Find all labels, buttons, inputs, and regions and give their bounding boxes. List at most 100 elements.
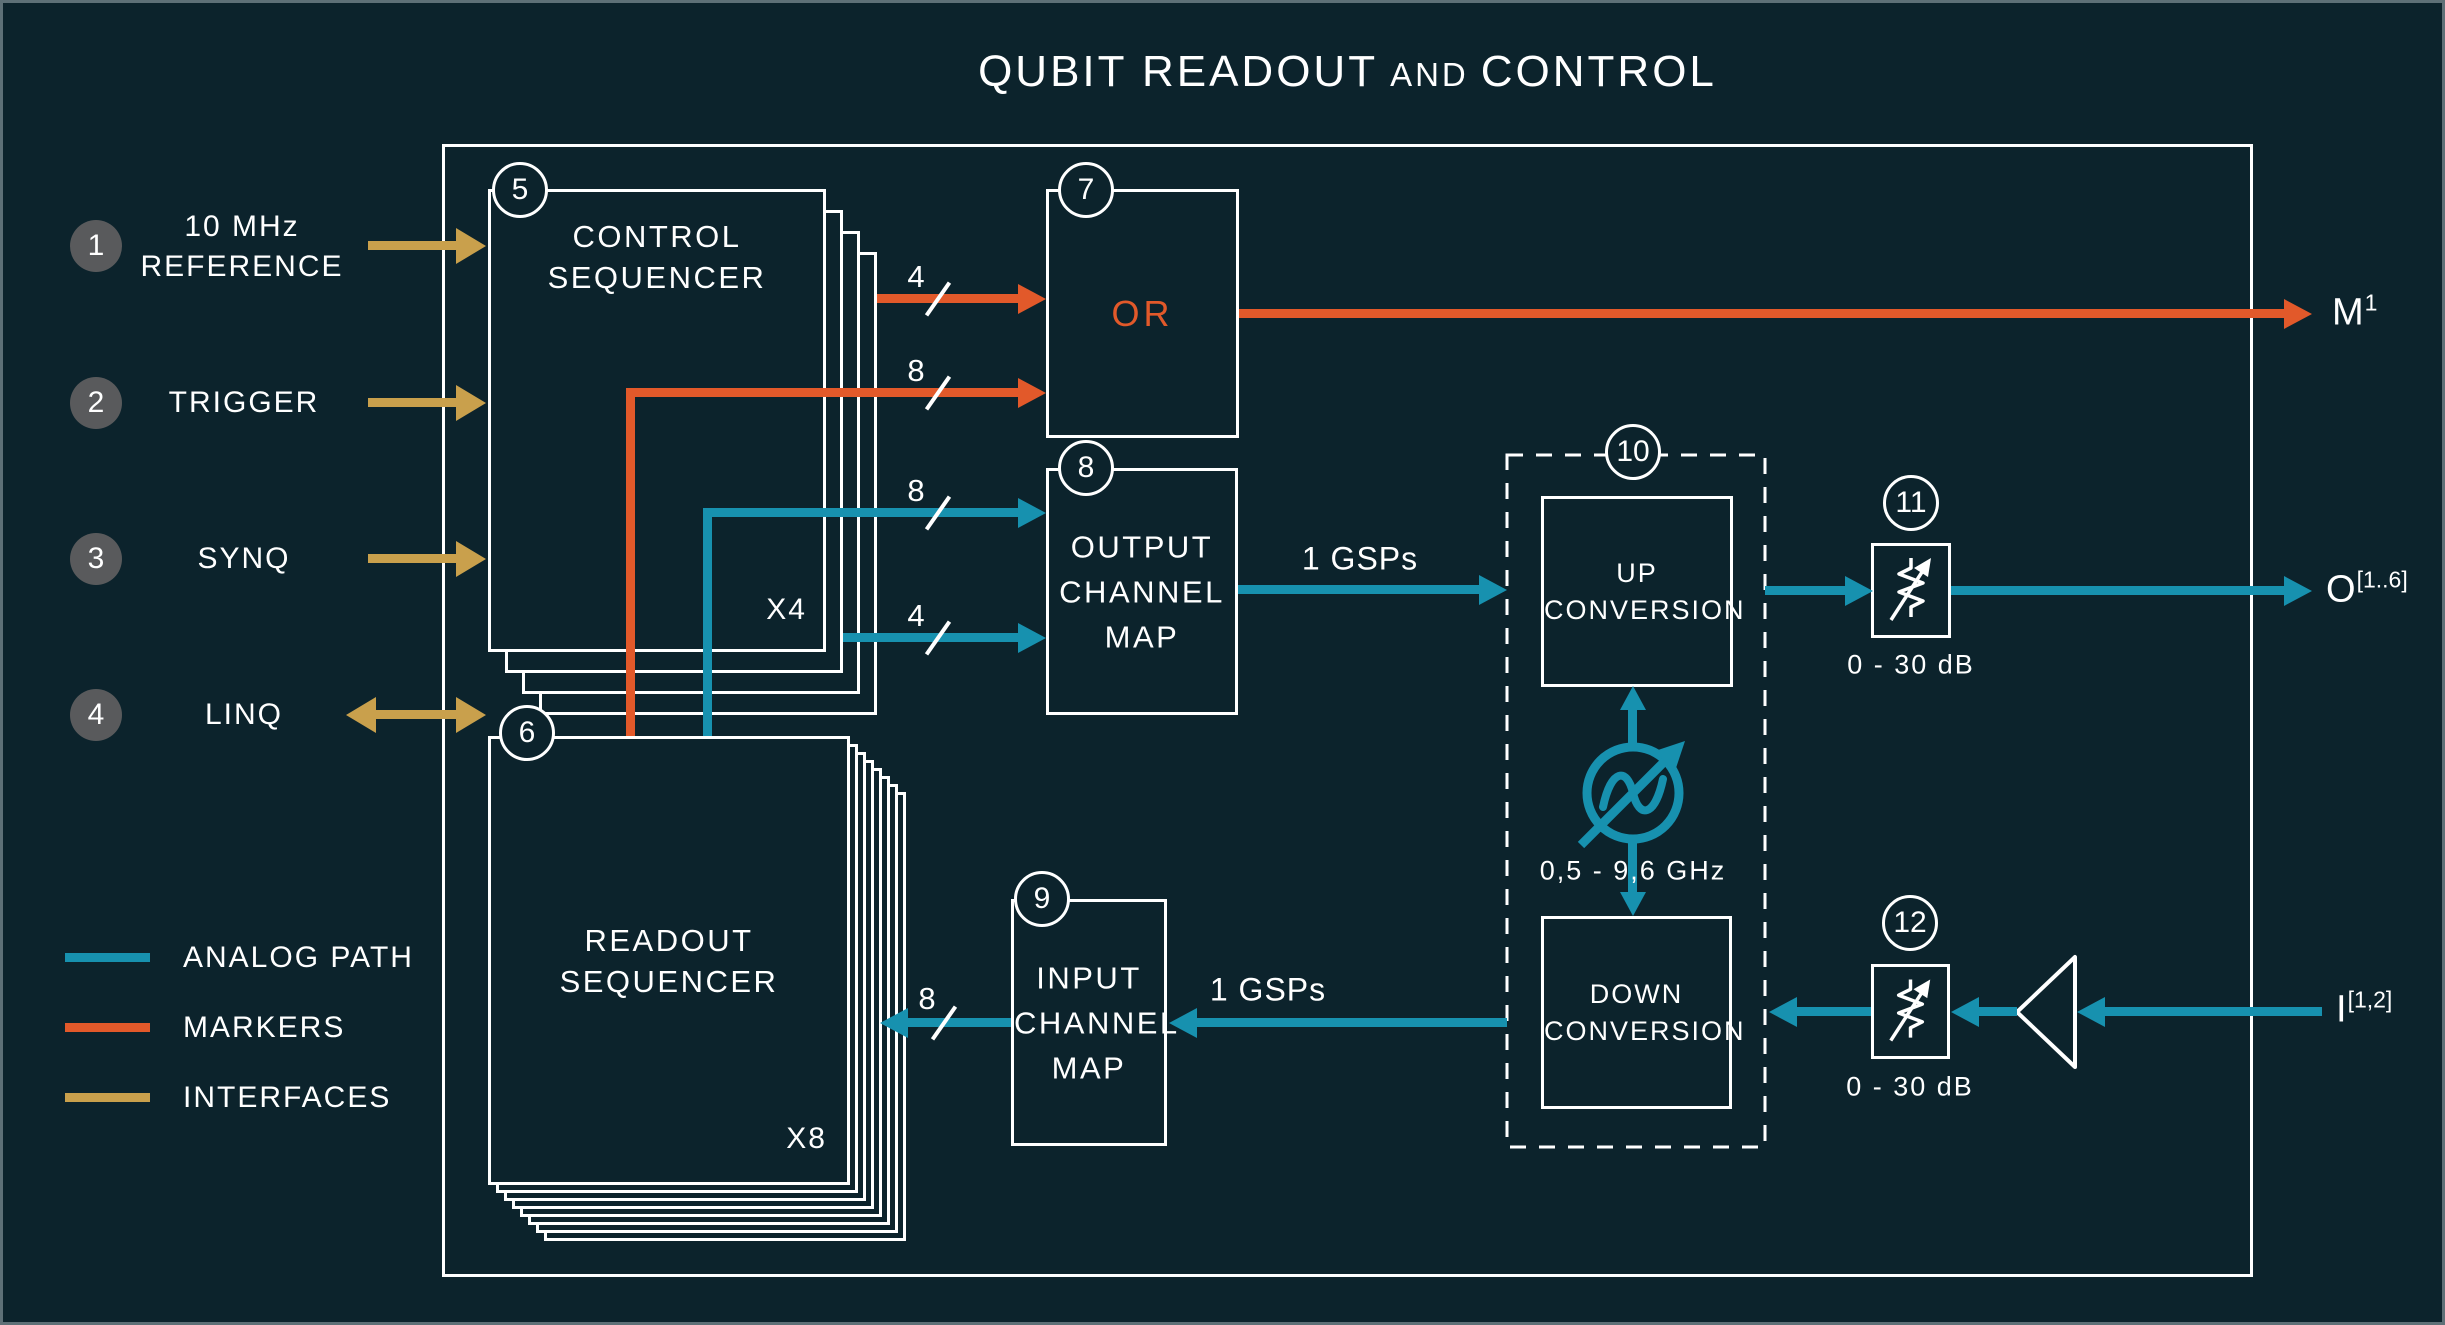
oscillator-to-upconversion-arrowhead-icon [1620, 686, 1646, 710]
input-number-badge: 2 [70, 377, 122, 429]
block-number-badge-7: 7 [1058, 162, 1114, 218]
legend-markers-label: MARKERS [183, 1011, 346, 1044]
output-channel-map-label: OUTPUT CHANNEL MAP [1059, 529, 1225, 654]
amplifier-icon [2015, 955, 2077, 1069]
block-number-badge-10: 10 [1605, 424, 1661, 480]
adc-rate-label: 1 GSPs [1209, 971, 1327, 1008]
input-attenuator-block [1871, 964, 1950, 1059]
block-number-badge-11: 11 [1883, 475, 1939, 531]
linq-bidirectional-line [374, 710, 458, 719]
control-sequencer-multiplier: X4 [766, 593, 807, 626]
synq-input-arrowhead-icon [456, 541, 486, 577]
title-part-2: CONTROL [1480, 47, 1717, 96]
down-conversion-block: DOWN CONVERSION [1541, 916, 1746, 1109]
amplifier-to-attenuator-line [1979, 1007, 2017, 1016]
oscillator-to-upconversion-line [1628, 710, 1637, 748]
downconversion-to-icm-arrowhead-icon [1169, 1008, 1197, 1038]
linq-left-arrowhead-icon [346, 697, 376, 733]
analog-output-arrowhead-icon [2284, 576, 2312, 606]
synq-input-label: SYNQ [197, 542, 291, 575]
output-attenuator-block [1871, 543, 1951, 638]
trigger-input-arrowhead-icon [456, 385, 486, 421]
attenuator-to-downconversion-arrowhead-icon [1769, 997, 1797, 1027]
downconversion-to-icm-line [1197, 1018, 1507, 1027]
variable-attenuator-icon [1889, 979, 1931, 1042]
oscillator-range: 0,5 - 9,6 GHz [1539, 855, 1727, 886]
legend-interfaces-label: INTERFACES [183, 1081, 392, 1114]
synq-input-line [368, 554, 458, 563]
marker-output-line [1239, 309, 2284, 318]
output-channel-map-block: OUTPUT CHANNEL MAP [1046, 468, 1238, 715]
analog-input-line [2105, 1007, 2322, 1016]
oscillator-to-downconversion-line [1628, 838, 1637, 892]
upconversion-to-attenuator-arrowhead-icon [1845, 576, 1873, 606]
control-sequencer-block: CONTROL SEQUENCER X4 [488, 189, 826, 652]
attenuator-to-downconversion-line [1797, 1007, 1871, 1016]
linq-input-label: LINQ [204, 698, 284, 731]
control-to-ocm-analog-bus-line [843, 633, 1020, 642]
variable-attenuator-icon [1889, 558, 1931, 621]
dac-rate-label: 1 GSPs [1301, 540, 1419, 577]
readout-sequencer-label: READOUT SEQUENCER [559, 922, 779, 999]
or-gate-label: OR [1111, 292, 1174, 334]
input-channel-map-label: INPUT CHANNEL MAP [1014, 960, 1180, 1085]
title-part-1: QUBIT READOUT [978, 47, 1379, 96]
linq-right-arrowhead-icon [456, 697, 486, 733]
page-title: QUBIT READOUT AND CONTROL [442, 47, 2253, 97]
block-number-badge-12: 12 [1882, 895, 1938, 951]
readout-to-or-arrowhead-icon [1018, 378, 1046, 408]
input-number-badge: 3 [70, 533, 122, 585]
amplifier-to-attenuator-arrowhead-icon [1951, 997, 1979, 1027]
up-conversion-block: UP CONVERSION [1541, 496, 1746, 687]
control-to-ocm-arrowhead-icon [1018, 623, 1046, 653]
readout-sequencer-block: READOUT SEQUENCER X8 [488, 736, 850, 1185]
ocm-to-upconversion-line [1238, 585, 1479, 594]
block-number-badge-5: 5 [492, 162, 548, 218]
output-attenuator-range: 0 - 30 dB [1847, 649, 1975, 680]
up-conversion-label: UP CONVERSION [1544, 557, 1746, 625]
reference-input-label: 10 MHz REFERENCE [140, 210, 344, 283]
block-number-badge-6: 6 [499, 705, 555, 761]
title-connector: AND [1390, 56, 1469, 93]
input-analog-bus-width: 8 [918, 981, 938, 1016]
trigger-input-line [368, 398, 458, 407]
legend-analog-swatch [65, 953, 150, 962]
readout-marker-bus-width: 8 [907, 353, 927, 388]
readout-analog-bus-width: 8 [907, 473, 927, 508]
marker-output-port: M1 [2332, 289, 2378, 334]
control-analog-bus-width: 4 [907, 598, 927, 633]
control-sequencer-label: CONTROL SEQUENCER [547, 219, 767, 295]
input-channel-map-block: INPUT CHANNEL MAP [1011, 899, 1180, 1146]
input-to-amplifier-arrowhead-icon [2077, 997, 2105, 1027]
readout-to-ocm-arrowhead-icon [1018, 498, 1046, 528]
icm-to-readout-arrowhead-icon [880, 1008, 908, 1038]
marker-output-arrowhead-icon [2284, 299, 2312, 329]
or-gate-block: OR [1046, 189, 1239, 438]
reference-input-arrowhead-icon [456, 228, 486, 264]
down-conversion-label: DOWN CONVERSION [1544, 978, 1746, 1046]
analog-input-port: I[1,2] [2336, 986, 2393, 1031]
reference-input-line [368, 241, 458, 250]
input-attenuator-range: 0 - 30 dB [1846, 1071, 1974, 1102]
legend-analog-label: ANALOG PATH [183, 941, 414, 974]
legend-markers-swatch [65, 1023, 150, 1032]
control-to-or-marker-bus-line [877, 294, 1020, 303]
oscillator-to-downconversion-arrowhead-icon [1620, 892, 1646, 916]
analog-output-port: O[1..6] [2326, 566, 2408, 611]
analog-output-line [1951, 586, 2284, 595]
readout-sequencer-multiplier: X8 [786, 1122, 827, 1155]
readout-to-ocm-analog-bus-line [703, 508, 1020, 517]
block-number-badge-8: 8 [1058, 440, 1114, 496]
trigger-input-label: TRIGGER [168, 386, 320, 419]
block-number-badge-9: 9 [1014, 871, 1070, 927]
input-number-badge: 4 [70, 689, 122, 741]
icm-to-readout-analog-bus-line [908, 1018, 1011, 1027]
legend-interfaces-swatch [65, 1093, 150, 1102]
readout-to-or-marker-bus-line [626, 388, 1020, 397]
ocm-to-upconversion-arrowhead-icon [1479, 575, 1507, 605]
control-marker-bus-width: 4 [907, 259, 927, 294]
upconversion-to-attenuator-line [1765, 586, 1845, 595]
readout-to-ocm-analog-bus-vline [703, 509, 712, 736]
control-to-or-arrowhead-icon [1018, 284, 1046, 314]
